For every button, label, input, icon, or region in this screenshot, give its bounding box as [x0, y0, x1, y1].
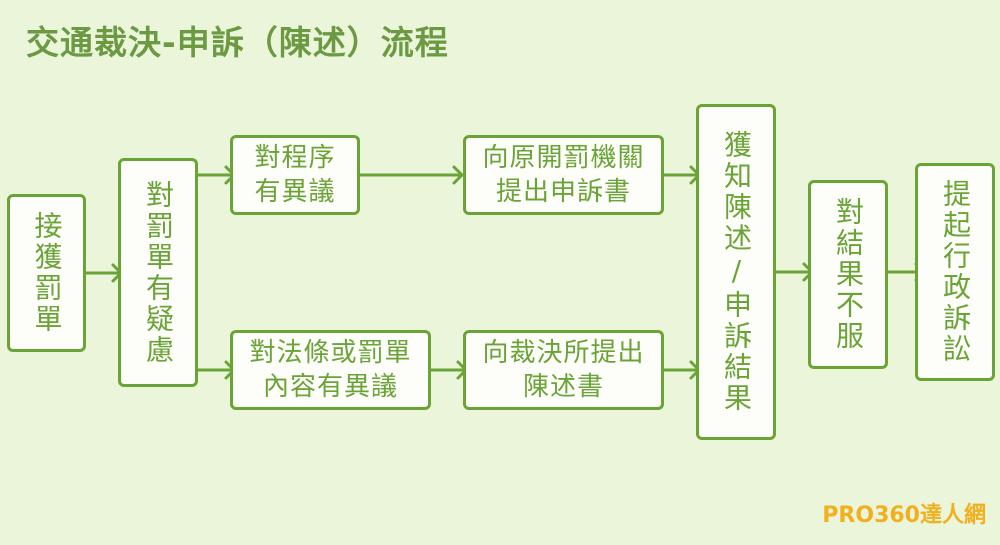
page-title: 交通裁決-申訴（陳述）流程 [26, 23, 449, 62]
node-objection-procedure-line1: 對程序 [254, 143, 336, 173]
node-objection-law: 對法條或罰單 內容有異議 [230, 330, 431, 410]
node-receive-ticket: 接獲罰單 [7, 194, 86, 352]
node-result: 獲知陳述/申訴結果 [696, 104, 776, 440]
node-statement-court-line1: 向裁決所提出 [482, 338, 645, 368]
node-objection-law-line2: 內容有異議 [262, 372, 398, 402]
node-statement-court-line2: 陳述書 [522, 372, 604, 402]
node-appeal-agency-line2: 提出申訴書 [495, 177, 631, 207]
brand-logo-text: PRO360達人網 [822, 503, 986, 528]
node-disagree: 對結果不服 [808, 180, 888, 369]
node-objection-procedure: 對程序 有異議 [230, 135, 360, 215]
node-lawsuit: 提起行政訴訟 [915, 163, 995, 381]
node-appeal-agency: 向原開罰機關 提出申訴書 [463, 135, 664, 215]
node-statement-court: 向裁決所提出 陳述書 [463, 330, 664, 410]
node-objection-procedure-line2: 有異議 [254, 177, 336, 207]
node-appeal-agency-line1: 向原開罰機關 [482, 143, 645, 173]
node-objection-law-line1: 對法條或罰單 [249, 338, 412, 368]
node-doubt-ticket: 對罰單有疑慮 [118, 158, 198, 387]
